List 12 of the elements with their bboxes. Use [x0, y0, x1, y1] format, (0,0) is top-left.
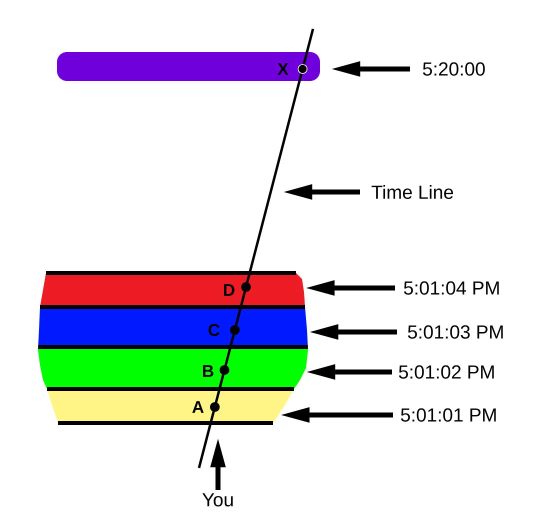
- band: B: [38, 345, 308, 389]
- label: Time Line: [372, 185, 454, 199]
- label: 5:01:03 PM: [408, 325, 503, 339]
- label: 5:01:04 PM: [404, 281, 499, 295]
- label: You: [202, 493, 233, 506]
- label: 5:01:01 PM: [400, 408, 496, 422]
- band: D: [40, 271, 305, 307]
- rounded-bar: X: [57, 52, 320, 81]
- label: 5:20:00: [422, 62, 485, 76]
- band: A: [47, 387, 294, 425]
- label: 5:01:02 PM: [398, 365, 494, 379]
- band: C: [38, 305, 308, 347]
